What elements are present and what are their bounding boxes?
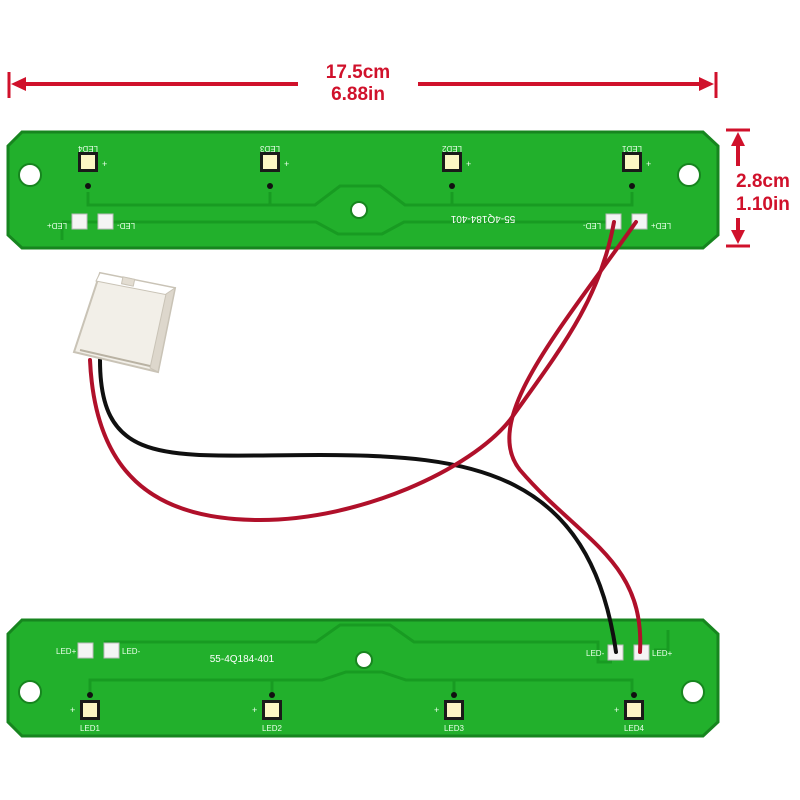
wire-connector [72,271,177,374]
red-wire-top-minus [88,220,616,523]
width-dimension-arrow [7,72,718,98]
bottom-pcb-board: + + + + LED1 LED2 LED3 LED4 LED+ LED- LE… [6,618,720,738]
top-led-4 [622,152,642,189]
top-right-mount-hole [677,163,701,187]
height-cm-label: 2.8cm [736,171,790,192]
bottom-led-label-4: LED4 [624,724,645,733]
top-led-label-1: LED4 [77,144,98,153]
top-led-2 [260,152,280,189]
width-cm-label: 17.5cm [325,62,391,83]
bottom-left-plus-pad [77,642,94,659]
top-center-mount-hole [350,201,368,219]
top-left-minus-pad [97,213,114,230]
bottom-pad-left-plus-label: LED+ [56,647,77,656]
red-wire-bottom-plus [507,220,643,654]
bottom-pad-left-minus-label: LED- [122,647,141,656]
top-plus-1: + [102,159,107,169]
bottom-center-mount-hole [355,651,373,669]
bottom-led-3 [444,692,464,720]
top-board-traces [60,184,634,240]
bottom-right-mount-hole [681,680,705,704]
top-pad-left-plus-label: LED+ [47,221,68,230]
top-pad-right-plus-label: LED+ [651,221,672,230]
wire-harness [88,220,643,654]
top-board-outline [6,130,720,250]
height-in-label: 1.10in [736,194,790,215]
bottom-left-minus-pad [103,642,120,659]
top-part-number: 55-4Q184-401 [450,213,515,224]
bottom-pad-right-plus-label: LED+ [652,649,673,658]
black-wire [98,358,618,654]
bottom-led-4 [624,692,644,720]
bottom-led-label-2: LED2 [262,724,283,733]
bottom-led-label-1: LED1 [80,724,101,733]
bottom-part-number: 55-4Q184-401 [210,654,275,665]
bottom-plus-2: + [252,705,257,715]
top-left-mount-hole [18,163,42,187]
bottom-led-1 [80,692,100,720]
width-in-label: 6.88in [331,84,385,105]
bottom-left-mount-hole [18,680,42,704]
top-led-1 [78,152,98,189]
height-dimension-arrow [726,128,750,248]
top-led-label-3: LED2 [441,144,462,153]
bottom-plus-4: + [614,705,619,715]
top-plus-4: + [646,159,651,169]
top-led-label-4: LED1 [621,144,642,153]
top-pad-right-minus-label: LED- [583,221,602,230]
top-pad-left-minus-label: LED- [117,221,136,230]
bottom-board-outline [6,618,720,738]
bottom-pad-right-minus-label: LED- [586,649,605,658]
bottom-board-traces [88,623,670,695]
bottom-led-label-3: LED3 [444,724,465,733]
top-left-plus-pad [71,213,88,230]
bottom-led-2 [262,692,282,720]
bottom-plus-3: + [434,705,439,715]
top-plus-3: + [466,159,471,169]
top-led-3 [442,152,462,189]
top-plus-2: + [284,159,289,169]
top-led-label-2: LED3 [259,144,280,153]
bottom-plus-1: + [70,705,75,715]
top-pcb-board: LED4 LED3 LED2 LED1 + + + + LED+ LED- LE… [6,130,720,250]
